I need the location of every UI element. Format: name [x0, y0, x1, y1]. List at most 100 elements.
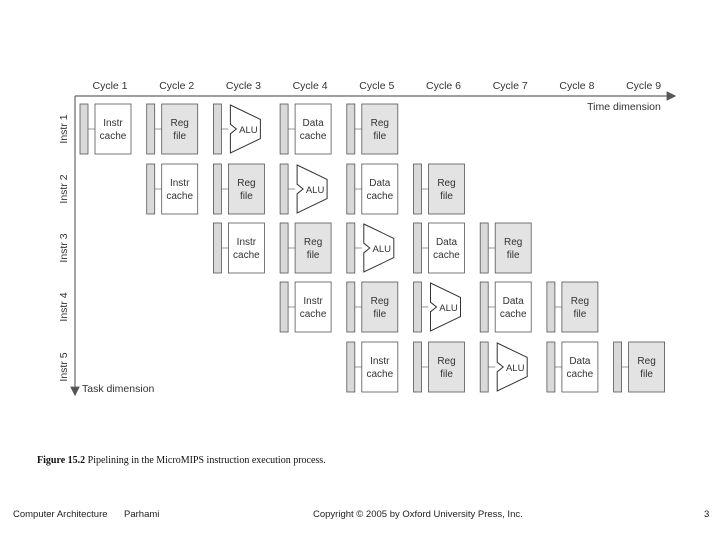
stage-box-2-4: [361, 163, 399, 215]
instruction-label-2: Instr 2: [58, 174, 70, 203]
stage-box-5-5: [628, 341, 665, 393]
alu-label-4: ALU: [439, 303, 458, 314]
stage-sublabel-3-1: cache: [233, 250, 260, 261]
instruction-label-4: Instr 4: [58, 292, 70, 321]
stage-label-5-5: Reg: [637, 356, 655, 367]
stage-box-4-1: [294, 281, 332, 333]
stage-box-2-2: [227, 163, 265, 215]
stage-sublabel-4-2: file: [373, 309, 386, 320]
stage-box-1-4: [294, 103, 332, 155]
pipeline-register-1-3: [212, 103, 222, 155]
alu-shape-2: [296, 164, 328, 214]
footer-page-number: 3: [704, 509, 710, 520]
stage-box-2-5: [428, 163, 465, 215]
stage-sublabel-3-2: file: [307, 250, 320, 261]
stage-label-3-4: Data: [436, 237, 458, 248]
stage-sublabel-1-4: cache: [300, 131, 327, 142]
task-axis-label: Task dimension: [82, 383, 155, 395]
stage-sublabel-2-1: cache: [166, 191, 193, 202]
pipeline-register-1-2: [146, 103, 156, 155]
stage-label-2-4: Data: [369, 178, 391, 189]
stage-label-3-1: Instr: [237, 237, 257, 248]
cycle-label-3: Cycle 3: [226, 80, 261, 92]
pipeline-register-1-4: [279, 103, 289, 155]
pipeline-register-1-5: [346, 103, 356, 155]
footer-course: Computer Architecture: [13, 509, 108, 520]
alu-shape-1: [229, 104, 261, 154]
cycle-label-6: Cycle 6: [426, 80, 461, 92]
stage-label-1-4: Data: [303, 118, 325, 129]
pipeline-register-2-5: [413, 163, 422, 215]
cycle-label-5: Cycle 5: [359, 80, 394, 92]
stage-label-2-5: Reg: [437, 178, 455, 189]
instruction-label-1: Instr 1: [58, 114, 70, 143]
cycle-label-8: Cycle 8: [559, 80, 594, 92]
stage-label-3-5: Reg: [504, 237, 522, 248]
pipeline-register-5-5: [613, 341, 622, 393]
pipeline-register-4-2: [346, 281, 356, 333]
footer-copyright: Copyright © 2005 by Oxford University Pr…: [313, 509, 523, 520]
cycle-label-1: Cycle 1: [92, 80, 127, 92]
stage-label-2-1: Instr: [170, 178, 190, 189]
pipeline-register-3-1: [212, 222, 222, 274]
stage-sublabel-5-2: file: [440, 369, 453, 380]
stage-sublabel-2-2: file: [240, 191, 253, 202]
stage-box-1-2: [161, 103, 199, 155]
pipeline-register-3-3: [346, 222, 356, 274]
stage-sublabel-5-1: cache: [366, 369, 393, 380]
stage-label-4-4: Data: [503, 296, 525, 307]
stage-box-5-2: [428, 341, 465, 393]
alu-shape-3: [363, 223, 395, 273]
pipeline-register-2-2: [212, 163, 222, 215]
alu-label-1: ALU: [239, 125, 258, 136]
figure-caption: Figure 15.2 Pipelining in the MicroMIPS …: [37, 455, 326, 466]
alu-label-3: ALU: [373, 244, 392, 255]
stage-sublabel-3-4: cache: [433, 250, 460, 261]
stage-box-1-5: [361, 103, 399, 155]
stage-sublabel-3-5: file: [507, 250, 520, 261]
stage-box-1-1: [94, 103, 132, 155]
pipeline-register-2-1: [146, 163, 156, 215]
stage-box-4-4: [494, 281, 532, 333]
stage-box-3-5: [494, 222, 532, 274]
stage-box-4-2: [361, 281, 399, 333]
pipeline-register-2-4: [346, 163, 356, 215]
pipeline-register-3-5: [479, 222, 489, 274]
time-axis-label: Time dimension: [587, 101, 661, 113]
stage-sublabel-1-2: file: [173, 131, 186, 142]
pipeline-register-5-3: [479, 341, 489, 393]
stage-sublabel-1-5: file: [373, 131, 386, 142]
alu-label-2: ALU: [306, 185, 325, 196]
alu-shape-4: [430, 282, 461, 332]
alu-shape-5: [496, 342, 528, 392]
cycle-label-2: Cycle 2: [159, 80, 194, 92]
stage-label-4-2: Reg: [371, 296, 389, 307]
pipeline-register-3-2: [279, 222, 289, 274]
pipeline-register-1-1: [79, 103, 89, 155]
stage-box-5-1: [361, 341, 399, 393]
cycle-label-7: Cycle 7: [493, 80, 528, 92]
stage-label-5-2: Reg: [437, 356, 455, 367]
stage-sublabel-4-1: cache: [300, 309, 327, 320]
stage-box-4-5: [561, 281, 599, 333]
stage-box-3-2: [294, 222, 332, 274]
stage-box-2-1: [161, 163, 199, 215]
stage-label-1-2: Reg: [171, 118, 189, 129]
stage-sublabel-2-4: cache: [366, 191, 393, 202]
stage-box-3-1: [227, 222, 265, 274]
pipeline-register-5-2: [413, 341, 422, 393]
stage-label-5-4: Data: [569, 356, 591, 367]
pipeline-register-4-3: [413, 281, 422, 333]
stage-sublabel-4-5: file: [574, 309, 587, 320]
figure-caption-text: Pipelining in the MicroMIPS instruction …: [87, 455, 326, 466]
footer-author: Parhami: [124, 509, 160, 520]
stage-box-5-4: [561, 341, 599, 393]
stage-label-3-2: Reg: [304, 237, 322, 248]
pipeline-register-2-3: [279, 163, 289, 215]
stage-label-5-1: Instr: [370, 356, 390, 367]
